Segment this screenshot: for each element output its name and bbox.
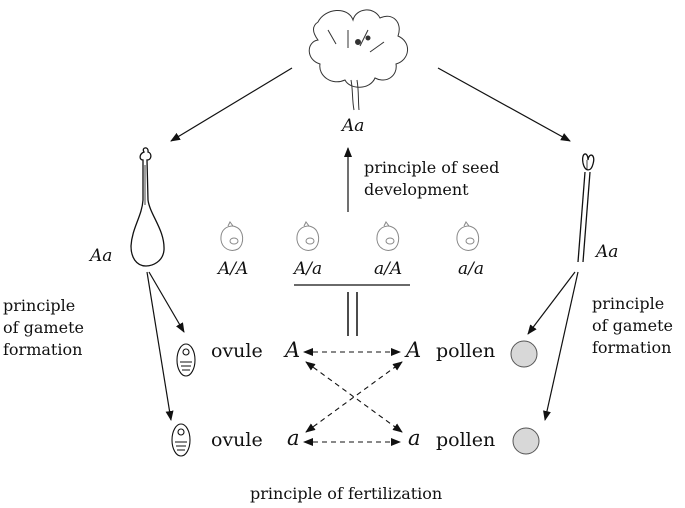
arrow-stamen-to-pollen-top (527, 271, 576, 335)
gamete-left-line2: of gamete (3, 318, 84, 337)
arrow-stamen-to-pollen-bottom (543, 271, 579, 421)
seed-development-line1: principle of seed (364, 158, 500, 177)
pollen-allele-bottom: a (408, 426, 421, 450)
pistil-icon (130, 147, 165, 267)
pollen-label-top: pollen (436, 340, 496, 362)
parent-genotype: Aa (342, 116, 365, 136)
pollen-allele-top: A (406, 338, 422, 362)
seed-icon (376, 221, 400, 251)
seed-development-line2: development (364, 180, 469, 199)
seed-icon (220, 221, 244, 251)
gamete-left-line1: principle (3, 296, 76, 315)
offspring-genotype-3: a/A (374, 259, 403, 279)
gamete-right-line1: principle (592, 294, 665, 313)
arrow-pistil-to-ovule-bottom (146, 271, 174, 421)
male-genotype: Aa (596, 242, 619, 262)
ovule-icon (176, 343, 196, 377)
pollen-icon (510, 340, 538, 368)
fertilization-label: principle of fertilization (250, 484, 443, 503)
stamen-icon (577, 153, 595, 263)
gamete-right-line2: of gamete (592, 316, 673, 335)
pollen-icon (512, 427, 540, 455)
ovule-allele-bottom: a (287, 426, 300, 450)
ovule-label-bottom: ovule (211, 429, 263, 451)
female-genotype: Aa (90, 246, 113, 266)
seed-icon (456, 221, 480, 251)
pollen-label-bottom: pollen (436, 429, 496, 451)
arrow-flower-to-pistil (170, 67, 293, 142)
arrow-pistil-to-ovule-top (148, 271, 185, 333)
flower-icon (308, 9, 408, 111)
ovule-allele-top: A (285, 338, 301, 362)
gamete-left-line3: formation (3, 340, 83, 359)
ovule-label-top: ovule (211, 340, 263, 362)
seed-icon (296, 221, 320, 251)
fert-arrow-a-A (305, 361, 403, 433)
gamete-right-line3: formation (592, 338, 672, 357)
offspring-genotype-4: a/a (458, 259, 484, 279)
offspring-genotype-2: A/a (294, 259, 323, 279)
offspring-genotype-1: A/A (218, 259, 249, 279)
arrow-flower-to-stamen (437, 67, 571, 142)
ovule-icon (171, 423, 191, 457)
